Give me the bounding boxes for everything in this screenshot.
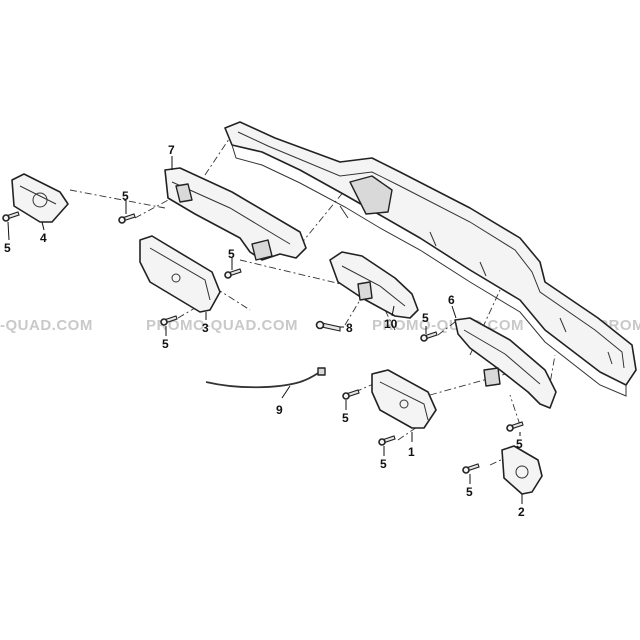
bolt-head (315, 320, 325, 330)
reflector-lens (515, 465, 529, 479)
leader-line (344, 299, 361, 326)
center-lamp-socket (357, 281, 373, 301)
callout-5-e: 5 (422, 311, 429, 325)
reflector-body (501, 445, 543, 495)
screw (224, 268, 242, 279)
callout-5-f: 5 (342, 411, 349, 425)
callout-6: 6 (448, 293, 455, 307)
part-3-left-lamp (139, 235, 221, 313)
part-10-center-lamp (329, 251, 419, 319)
assembly-leader-lines (69, 129, 556, 466)
reflector-detail (19, 185, 57, 205)
leader-line (509, 394, 521, 426)
rack-ribs (339, 205, 613, 365)
screw (378, 435, 396, 446)
callout-2: 2 (518, 505, 525, 519)
leader-line (299, 189, 346, 246)
callout-8: 8 (346, 321, 353, 335)
part-1-right-lamp (371, 369, 437, 429)
screw (118, 213, 136, 224)
callout-5-a: 5 (4, 241, 11, 255)
wire-connector (317, 367, 326, 376)
screws (2, 211, 524, 474)
part-7-left-bracket (164, 167, 307, 261)
leader-line (437, 321, 456, 336)
bracket-tab (175, 183, 193, 203)
leader-line (134, 197, 173, 219)
callout-5-d: 5 (162, 337, 169, 351)
right-bracket-body (454, 317, 557, 409)
part-6-right-bracket (454, 317, 557, 409)
rack-center-bracket (349, 175, 393, 215)
screw (462, 463, 480, 474)
screw (506, 421, 524, 432)
watermark-segment-1: -QUAD.COM (0, 317, 93, 334)
reflector-body (11, 173, 69, 223)
center-lamp-housing (329, 251, 419, 319)
callout-4: 4 (40, 231, 47, 245)
screw (342, 389, 360, 400)
rear-rack-frame (224, 121, 637, 397)
lamp-housing (139, 235, 221, 313)
screw (160, 315, 178, 326)
part-4-rear-reflector (11, 173, 69, 223)
callout-lines (7, 156, 523, 504)
leader-line (397, 424, 421, 441)
bracket-tab (251, 239, 273, 261)
bracket-tab (483, 367, 501, 387)
callout-5-c: 5 (228, 247, 235, 261)
bracket-body (164, 167, 307, 261)
lamp-socket (171, 273, 181, 283)
lamp-lens-edge (149, 247, 211, 301)
callout-1: 1 (408, 445, 415, 459)
watermark-segment-2: PROMO-QUAD.COM (146, 317, 298, 334)
bolt-shank (321, 322, 341, 332)
right-lamp-lens (379, 381, 429, 421)
callout-3: 3 (202, 321, 209, 335)
callout-10: 10 (384, 317, 398, 331)
rack-inner-edge (237, 131, 625, 369)
rack-outer-shell (224, 121, 637, 386)
center-lamp-lens (341, 265, 406, 307)
bracket-detail (171, 181, 291, 245)
leader-line (239, 259, 346, 286)
wire (205, 371, 321, 389)
callout-5-i: 5 (466, 485, 473, 499)
callout-5-g: 5 (380, 457, 387, 471)
leader-line (489, 457, 506, 466)
leader-line (69, 189, 166, 209)
right-lamp-housing (371, 369, 437, 429)
screw (2, 211, 20, 222)
right-bracket-detail (463, 329, 541, 385)
part-2-right-reflector (501, 445, 543, 495)
callout-5-h: 5 (516, 437, 523, 451)
lamp-socket (399, 399, 409, 409)
rack-lower-lip (231, 144, 627, 397)
screw (420, 331, 438, 342)
callout-labels: 1 2 3 4 5 5 5 5 5 5 5 5 5 6 7 8 9 10 (4, 143, 525, 519)
callout-7: 7 (168, 143, 175, 157)
part-8-bolt (315, 320, 341, 332)
callout-9: 9 (276, 403, 283, 417)
callout-5-b: 5 (122, 189, 129, 203)
watermark: -QUAD.COM PROMO-QUAD.COM PROMO-QUAD.COM … (0, 317, 640, 334)
leader-line (379, 299, 396, 331)
part-9-wire-harness (205, 367, 326, 389)
